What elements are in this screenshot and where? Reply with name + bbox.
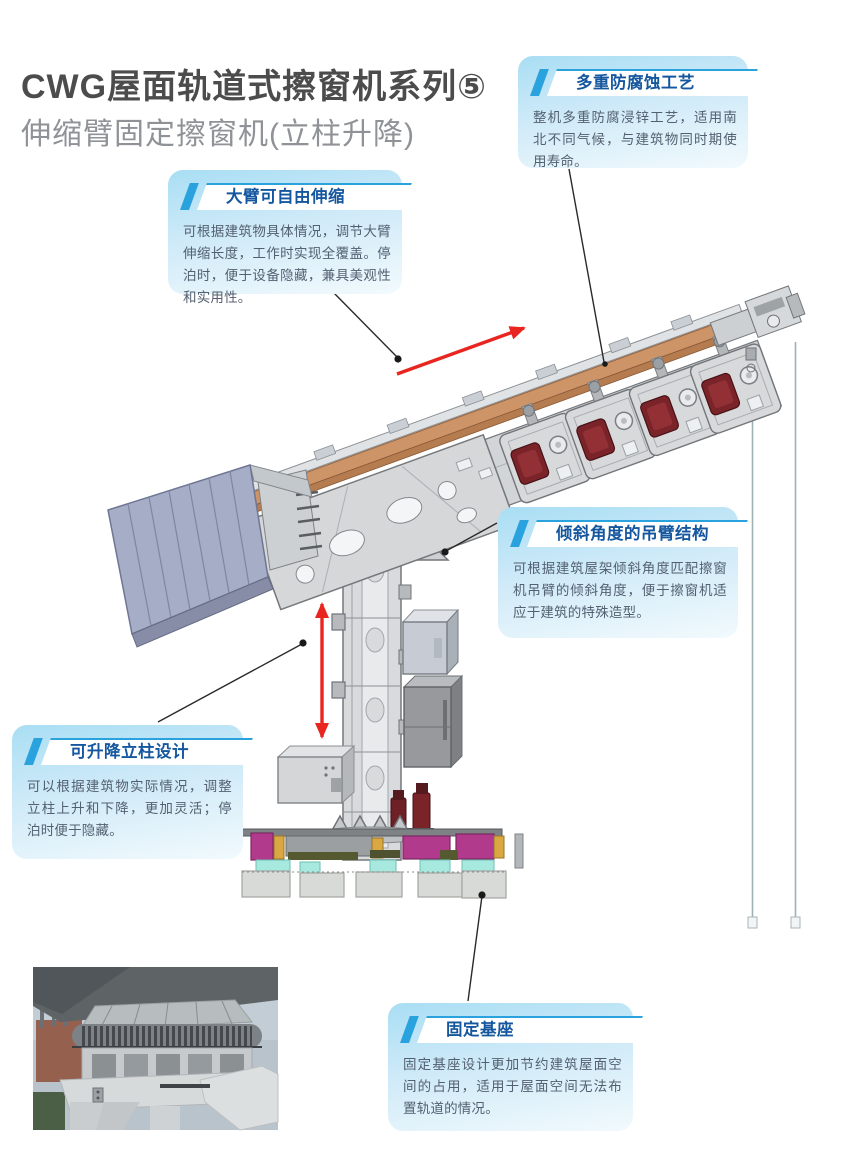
trolley-hoist-unit <box>564 378 657 480</box>
direction-arrows <box>315 326 526 739</box>
fixed-base <box>239 814 524 899</box>
callout-header: 固定基座 <box>400 1016 643 1043</box>
counterweight-block <box>455 833 495 860</box>
slewing-base-photo <box>33 967 279 1131</box>
suspension-ropes <box>747 342 801 929</box>
callout-title: 固定基座 <box>446 1021 514 1039</box>
callout-telescopic-arm: 大臂可自由伸缩 可根据建筑物具体情况，调节大臂伸缩长度，工作时实现全覆盖。停泊时… <box>168 170 412 305</box>
callout-body: 固定基座设计更加节约建筑屋面空间的占用，适用于屋面空间无法布置轨道的情况。 <box>403 1057 622 1116</box>
trolley-hoist-unit <box>689 333 782 434</box>
callout-header: 可升降立柱设计 <box>24 738 253 765</box>
callout-title: 多重防腐蚀工艺 <box>576 74 695 92</box>
page-title: CWG屋面轨道式擦窗机系列⑤ <box>21 67 487 106</box>
callout-body: 可以根据建筑物实际情况，调整立柱上升和下降，更加灵活；停泊时便于隐藏。 <box>27 779 232 838</box>
callout-lifting-column: 可升降立柱设计 可以根据建筑物实际情况，调整立柱上升和下降，更加灵活；停泊时便于… <box>12 725 253 859</box>
callout-body: 整机多重防腐浸锌工艺，适用南北不同气候，与建筑物同时期使用寿命。 <box>533 110 737 169</box>
leader-lines <box>157 168 608 1002</box>
boom-tip-head <box>709 285 806 373</box>
callout-title: 大臂可自由伸缩 <box>226 188 345 206</box>
page-subtitle: 伸缩臂固定擦窗机(立柱升降) <box>21 117 415 151</box>
callout-fixed-base: 固定基座 固定基座设计更加节约建筑屋面空间的占用，适用于屋面空间无法布置轨道的情… <box>388 1003 643 1131</box>
telescopic-panels <box>107 464 323 648</box>
callout-inclined-boom: 倾斜角度的吊臂结构 可根据建筑屋架倾斜角度匹配擦窗机吊臂的倾斜角度，便于擦窗机适… <box>498 507 748 638</box>
callout-header: 大臂可自由伸缩 <box>180 183 412 210</box>
callout-body: 可根据建筑物具体情况，调节大臂伸缩长度，工作时实现全覆盖。停泊时，便于设备隐藏，… <box>183 224 391 305</box>
counterweight-block <box>250 832 274 861</box>
telescopic-boom <box>225 303 782 611</box>
callout-title: 倾斜角度的吊臂结构 <box>556 525 709 543</box>
callout-anticorrosion: 多重防腐蚀工艺 整机多重防腐浸锌工艺，适用南北不同气候，与建筑物同时期使用寿命。 <box>518 56 758 169</box>
callout-header: 倾斜角度的吊臂结构 <box>510 520 748 547</box>
counterweight-block <box>402 835 451 860</box>
callout-header: 多重防腐蚀工艺 <box>530 69 758 96</box>
callout-title: 可升降立柱设计 <box>70 743 189 761</box>
trolley-hoist-unit <box>499 402 591 504</box>
callout-body: 可根据建筑屋架倾斜角度匹配擦窗机吊臂的倾斜角度，便于擦窗机适应于建筑的特殊造型。 <box>513 561 727 620</box>
boom-extend-direction-arrow <box>396 326 526 376</box>
electrical-cabinets <box>276 608 464 805</box>
